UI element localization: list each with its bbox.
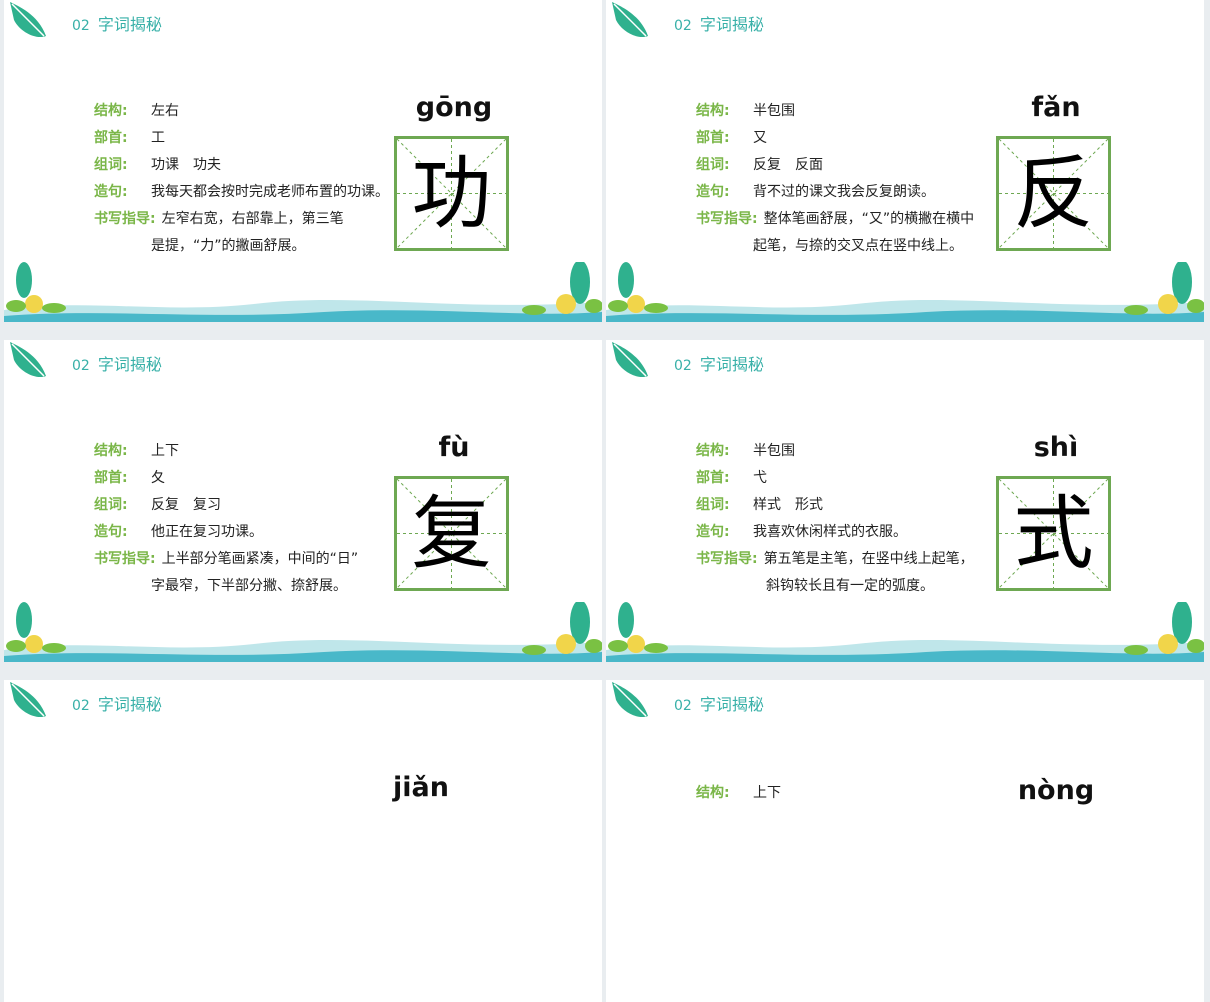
- char-info: 结构: 左右 部首: 工 组词: 功课 功夫 造句: 我每天都会按时完成老师布置的功课。…: [94, 98, 389, 260]
- structure-label: 结构:: [94, 103, 128, 119]
- hanzi-character: 反: [1013, 146, 1094, 240]
- tianzige-box: 式: [996, 476, 1111, 591]
- char-info: 结构: 上下: [696, 780, 781, 807]
- hanzi-character: 式: [1013, 486, 1094, 580]
- leaf-icon: [10, 682, 46, 718]
- structure-value: 上下: [151, 443, 179, 459]
- pinyin: shì: [1033, 432, 1079, 463]
- structure-label: 结构:: [94, 443, 128, 459]
- pinyin: fù: [438, 432, 470, 463]
- radical-label: 部首:: [94, 130, 128, 146]
- words-label: 组词:: [94, 157, 128, 173]
- structure-label: 结构:: [696, 785, 730, 801]
- guide-value-1: 左窄右宽，右部靠上，第三笔: [161, 211, 344, 227]
- words-value: 功课 功夫: [151, 157, 221, 173]
- pinyin: jiǎn: [393, 772, 449, 803]
- sentence-value: 我每天都会按时完成老师布置的功课。: [151, 184, 389, 200]
- radical-label: 部首:: [696, 130, 730, 146]
- words-label: 组词:: [696, 497, 730, 513]
- leaf-icon: [612, 682, 648, 718]
- guide-label: 书写指导:: [94, 551, 156, 567]
- char-info: 结构: 半包围 部首: 又 组词: 反复 反面 造句: 背不过的课文我会反复朗读。 书写…: [696, 98, 974, 260]
- guide-label: 书写指导:: [696, 551, 758, 567]
- radical-value: 工: [151, 130, 165, 146]
- structure-value: 半包围: [753, 103, 795, 119]
- pinyin: fǎn: [1031, 92, 1081, 123]
- tianzige-box: 功: [394, 136, 509, 251]
- radical-label: 部首:: [94, 470, 128, 486]
- landscape-decoration: [4, 262, 602, 322]
- words-label: 组词:: [94, 497, 128, 513]
- sentence-label: 造句:: [696, 524, 730, 540]
- radical-value: 弋: [753, 470, 767, 486]
- hanzi-character: 复: [411, 486, 492, 580]
- leaf-icon: [612, 2, 648, 38]
- pinyin: gōng: [415, 92, 493, 123]
- guide-value-1: 上半部分笔画紧凑，中间的“日”: [161, 551, 359, 567]
- tianzige-box: 反: [996, 136, 1111, 251]
- landscape-decoration: [4, 602, 602, 662]
- leaf-icon: [612, 342, 648, 378]
- sentence-label: 造句:: [696, 184, 730, 200]
- sentence-value: 背不过的课文我会反复朗读。: [753, 184, 935, 200]
- structure-value: 半包围: [753, 443, 795, 459]
- guide-value-2: 起笔，与捺的交叉点在竖中线上。: [753, 238, 963, 254]
- hanzi-character: 功: [411, 146, 492, 240]
- structure-value: 上下: [753, 785, 781, 801]
- words-value: 样式 形式: [753, 497, 823, 513]
- guide-value-2: 是提，“力”的撇画舒展。: [151, 238, 306, 254]
- char-info: 结构: 半包围 部首: 弋 组词: 样式 形式 造句: 我喜欢休闲样式的衣服。 书写指导…: [696, 438, 974, 600]
- landscape-decoration: [606, 262, 1204, 322]
- guide-value-2: 斜钩较长且有一定的弧度。: [766, 578, 934, 594]
- guide-value-1: 第五笔是主笔，在竖中线上起笔，: [763, 551, 974, 567]
- radical-value: 又: [753, 130, 767, 146]
- guide-value-1: 整体笔画舒展，“又”的横撇在横中: [763, 211, 975, 227]
- char-info: 结构: 上下 部首: 夂 组词: 反复 复习 造句: 他正在复习功课。 书写指导: 上半…: [94, 438, 358, 600]
- guide-label: 书写指导:: [696, 211, 758, 227]
- structure-value: 左右: [151, 103, 179, 119]
- structure-label: 结构:: [696, 443, 730, 459]
- sentence-label: 造句:: [94, 184, 128, 200]
- sentence-value: 他正在复习功课。: [151, 524, 263, 540]
- guide-value-2: 字最窄，下半部分撇、捺舒展。: [151, 578, 347, 594]
- radical-value: 夂: [151, 470, 165, 486]
- leaf-icon: [10, 2, 46, 38]
- guide-label: 书写指导:: [94, 211, 156, 227]
- leaf-icon: [10, 342, 46, 378]
- words-value: 反复 反面: [753, 157, 823, 173]
- pinyin: nòng: [1017, 775, 1095, 806]
- structure-label: 结构:: [696, 103, 730, 119]
- sentence-label: 造句:: [94, 524, 128, 540]
- landscape-decoration: [606, 602, 1204, 662]
- words-value: 反复 复习: [151, 497, 221, 513]
- sentence-value: 我喜欢休闲样式的衣服。: [753, 524, 907, 540]
- words-label: 组词:: [696, 157, 730, 173]
- radical-label: 部首:: [696, 470, 730, 486]
- tianzige-box: 复: [394, 476, 509, 591]
